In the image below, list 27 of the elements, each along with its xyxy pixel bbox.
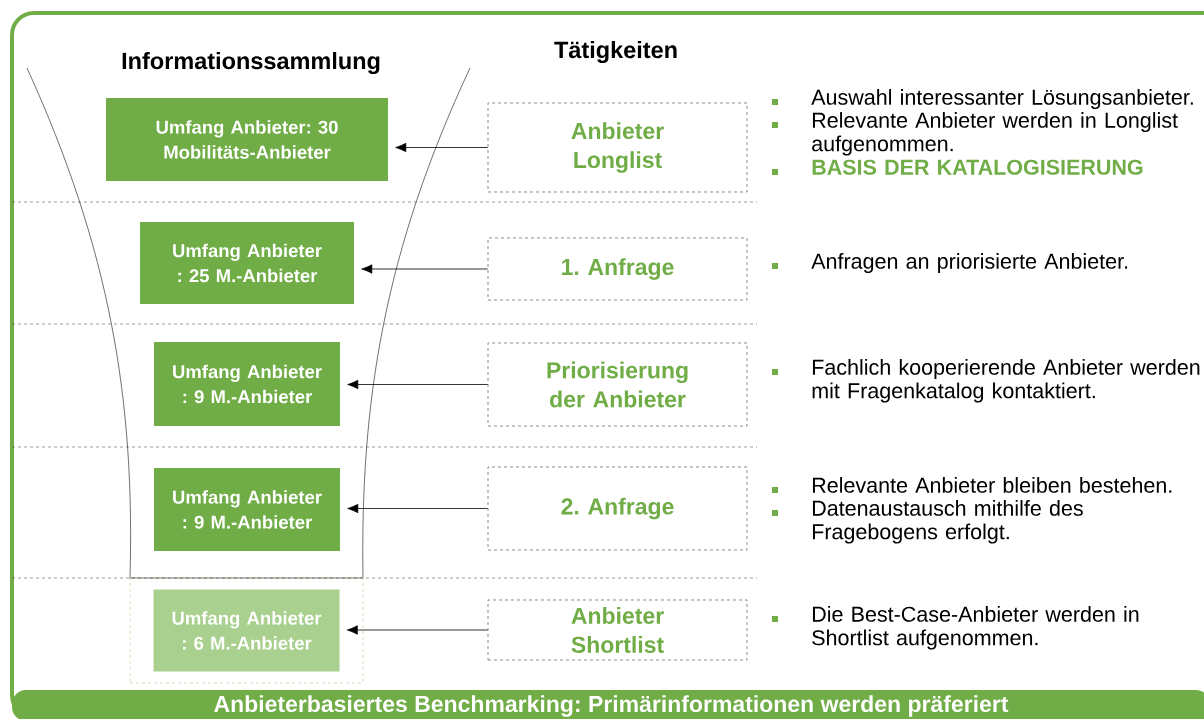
- activity-box: 1. Anfrage: [487, 237, 748, 301]
- column-heading: Informationssammlung: [122, 52, 380, 74]
- activity-box: 2. Anfrage: [487, 466, 748, 551]
- bullet-text: Die Best-Case-Anbieter werden in Shortlist aufgenommen.: [812, 606, 1139, 650]
- activity-box: Anbieter Longlist: [487, 102, 748, 193]
- activity-box: Anbieter Shortlist: [487, 599, 748, 661]
- arrow: [347, 503, 489, 514]
- column-heading: Tätigkeiten: [554, 41, 677, 63]
- bullet-text: BASIS DER KATALOGISIERUNG: [812, 159, 1143, 175]
- provider-box: Umfang Anbieter : 6 M.-Anbieter: [153, 589, 340, 672]
- dashed-frame: [129, 577, 364, 684]
- arrow: [346, 625, 489, 635]
- bullet-text: Datenaustausch mithilfe des Fragebogens erfolgt.: [812, 500, 1083, 544]
- footer-band: Anbieterbasiertes Benchmarking: Primärinformationen werden präferiert: [12, 690, 1204, 719]
- bullet-text: Relevante Anbieter bleiben bestehen.: [812, 477, 1172, 493]
- provider-box: Umfang Anbieter: 30 Mobilitäts-Anbieter: [106, 98, 388, 181]
- bullet-text: Fachlich kooperierende Anbieter werden mit Fragenkatalog kontaktiert.: [812, 359, 1200, 403]
- bullet-text: Relevante Anbieter werden in Longlist aufgenommen.: [812, 112, 1178, 156]
- bullet-text: Anfragen an priorisierte Anbieter.: [811, 253, 1128, 274]
- provider-box: Umfang Anbieter : 25 M.-Anbieter: [140, 222, 354, 304]
- bullet-text: Auswahl interessanter Lösungsanbieter.: [811, 89, 1193, 110]
- provider-box: Umfang Anbieter : 9 M.-Anbieter: [154, 468, 340, 551]
- arrow: [395, 142, 489, 153]
- arrow: [361, 264, 489, 274]
- provider-box: Umfang Anbieter : 9 M.-Anbieter: [154, 342, 340, 426]
- arrow: [347, 379, 489, 390]
- activity-box: Priorisierung der Anbieter: [487, 342, 748, 427]
